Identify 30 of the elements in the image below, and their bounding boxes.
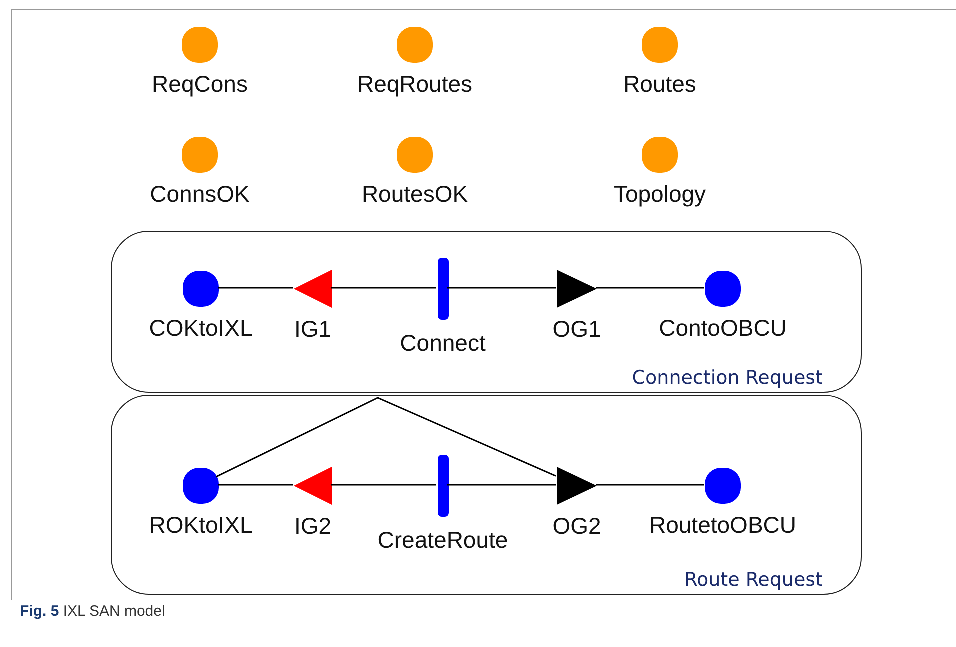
submodel-title: Connection Request — [632, 367, 823, 389]
node-label: COKtoIXL — [149, 315, 253, 342]
node-label: OG1 — [552, 316, 602, 343]
submodel-panel — [111, 231, 862, 393]
arc-line — [596, 287, 704, 289]
submodel-title: Route Request — [684, 569, 823, 591]
arc-line — [218, 287, 293, 289]
node-label: Connect — [400, 330, 486, 357]
figure-caption: Fig. 5 IXL SAN model — [20, 603, 166, 620]
node-label: IG1 — [294, 316, 332, 343]
submodel-panel — [111, 395, 862, 595]
arc-line — [216, 397, 556, 478]
node-label: ConnsOK — [150, 181, 250, 208]
node-label: OG2 — [552, 513, 602, 540]
node-label: RoutetoOBCU — [650, 512, 796, 539]
node-label: ReqRoutes — [357, 71, 473, 98]
node-label: CreateRoute — [378, 527, 508, 554]
node-label: Routes — [624, 71, 696, 98]
arc-line — [596, 484, 704, 486]
node-label: IG2 — [294, 513, 332, 540]
node-label: Topology — [614, 181, 706, 208]
node-label: ReqCons — [152, 71, 248, 98]
node-label: ContoOBCU — [659, 315, 787, 342]
node-label: ROKtoIXL — [149, 512, 253, 539]
arc-line — [331, 287, 436, 289]
arc-line — [448, 287, 556, 289]
arc-line — [448, 484, 556, 486]
arc-line — [218, 484, 293, 486]
arc-line — [331, 484, 436, 486]
node-label: RoutesOK — [362, 181, 468, 208]
